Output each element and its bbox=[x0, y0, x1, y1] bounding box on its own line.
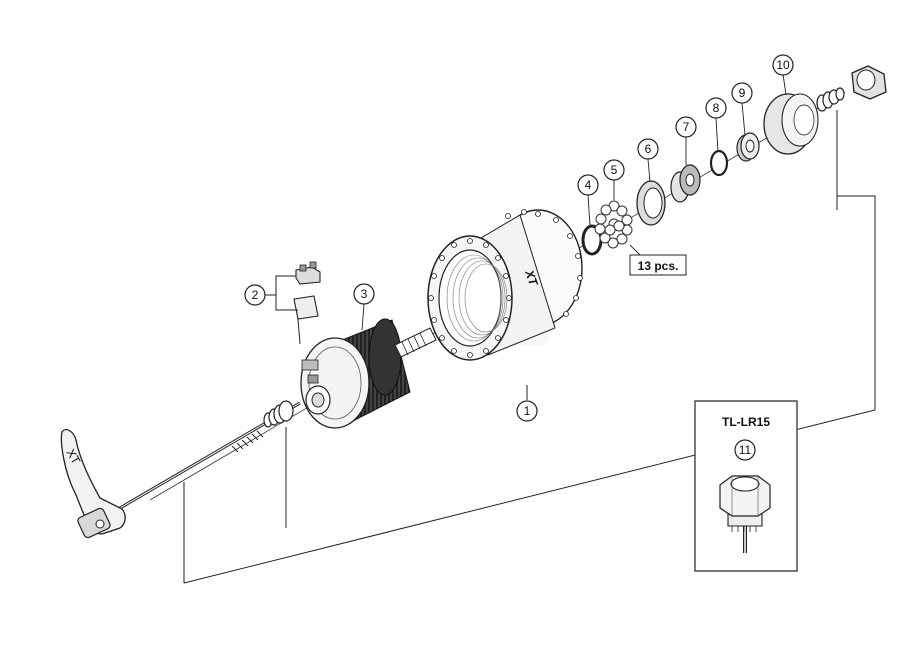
callout-8: 8 bbox=[705, 97, 727, 119]
callout-10: 10 bbox=[772, 54, 794, 76]
ball-count-text: 13 pcs. bbox=[638, 259, 679, 273]
washer bbox=[709, 149, 729, 177]
assembly-bracket-lines bbox=[183, 110, 876, 584]
callout-1-number: 1 bbox=[524, 404, 531, 418]
callout-9-number: 9 bbox=[739, 86, 746, 100]
freehub-body bbox=[300, 318, 437, 429]
ball-bearings bbox=[594, 200, 633, 249]
callout-9: 9 bbox=[731, 82, 753, 104]
hub-xt-logo: XT bbox=[522, 267, 541, 289]
bearing-cone bbox=[670, 164, 701, 203]
dust-cap bbox=[636, 180, 666, 226]
callout-3: 3 bbox=[353, 283, 375, 305]
callout-3-number: 3 bbox=[361, 287, 368, 301]
part-2-bracket bbox=[275, 275, 298, 311]
callout-8-number: 8 bbox=[713, 101, 720, 115]
callout-4: 4 bbox=[577, 174, 599, 196]
callout-7: 7 bbox=[675, 116, 697, 138]
callout-10-number: 10 bbox=[776, 58, 790, 72]
callout-5-number: 5 bbox=[611, 163, 618, 177]
callout-7-number: 7 bbox=[683, 120, 690, 134]
callout-11: 11 bbox=[734, 439, 756, 461]
pawl-set bbox=[293, 261, 321, 345]
rotor-cover bbox=[763, 93, 819, 155]
callout-4-number: 4 bbox=[585, 178, 592, 192]
callout-6-number: 6 bbox=[645, 142, 652, 156]
lock-nut bbox=[736, 132, 760, 162]
tool-box: TL-LR15 11 bbox=[694, 400, 798, 572]
lockring-tool bbox=[719, 475, 771, 553]
callout-2-number: 2 bbox=[252, 288, 259, 302]
svg-text:XT: XT bbox=[63, 447, 83, 468]
callout-2: 2 bbox=[244, 284, 266, 306]
hub-shell: XT bbox=[427, 209, 583, 361]
right-spring bbox=[816, 87, 845, 112]
callout-11-number: 11 bbox=[739, 443, 752, 457]
tool-box-title: TL-LR15 bbox=[722, 415, 770, 429]
quick-release-skewer: XT bbox=[60, 401, 301, 539]
callout-1: 1 bbox=[516, 400, 538, 422]
callout-6: 6 bbox=[637, 138, 659, 160]
ball-count-note: 13 pcs. bbox=[629, 254, 687, 276]
callout-5: 5 bbox=[603, 159, 625, 181]
skewer-spring bbox=[263, 400, 294, 428]
adjusting-nut bbox=[851, 65, 887, 100]
